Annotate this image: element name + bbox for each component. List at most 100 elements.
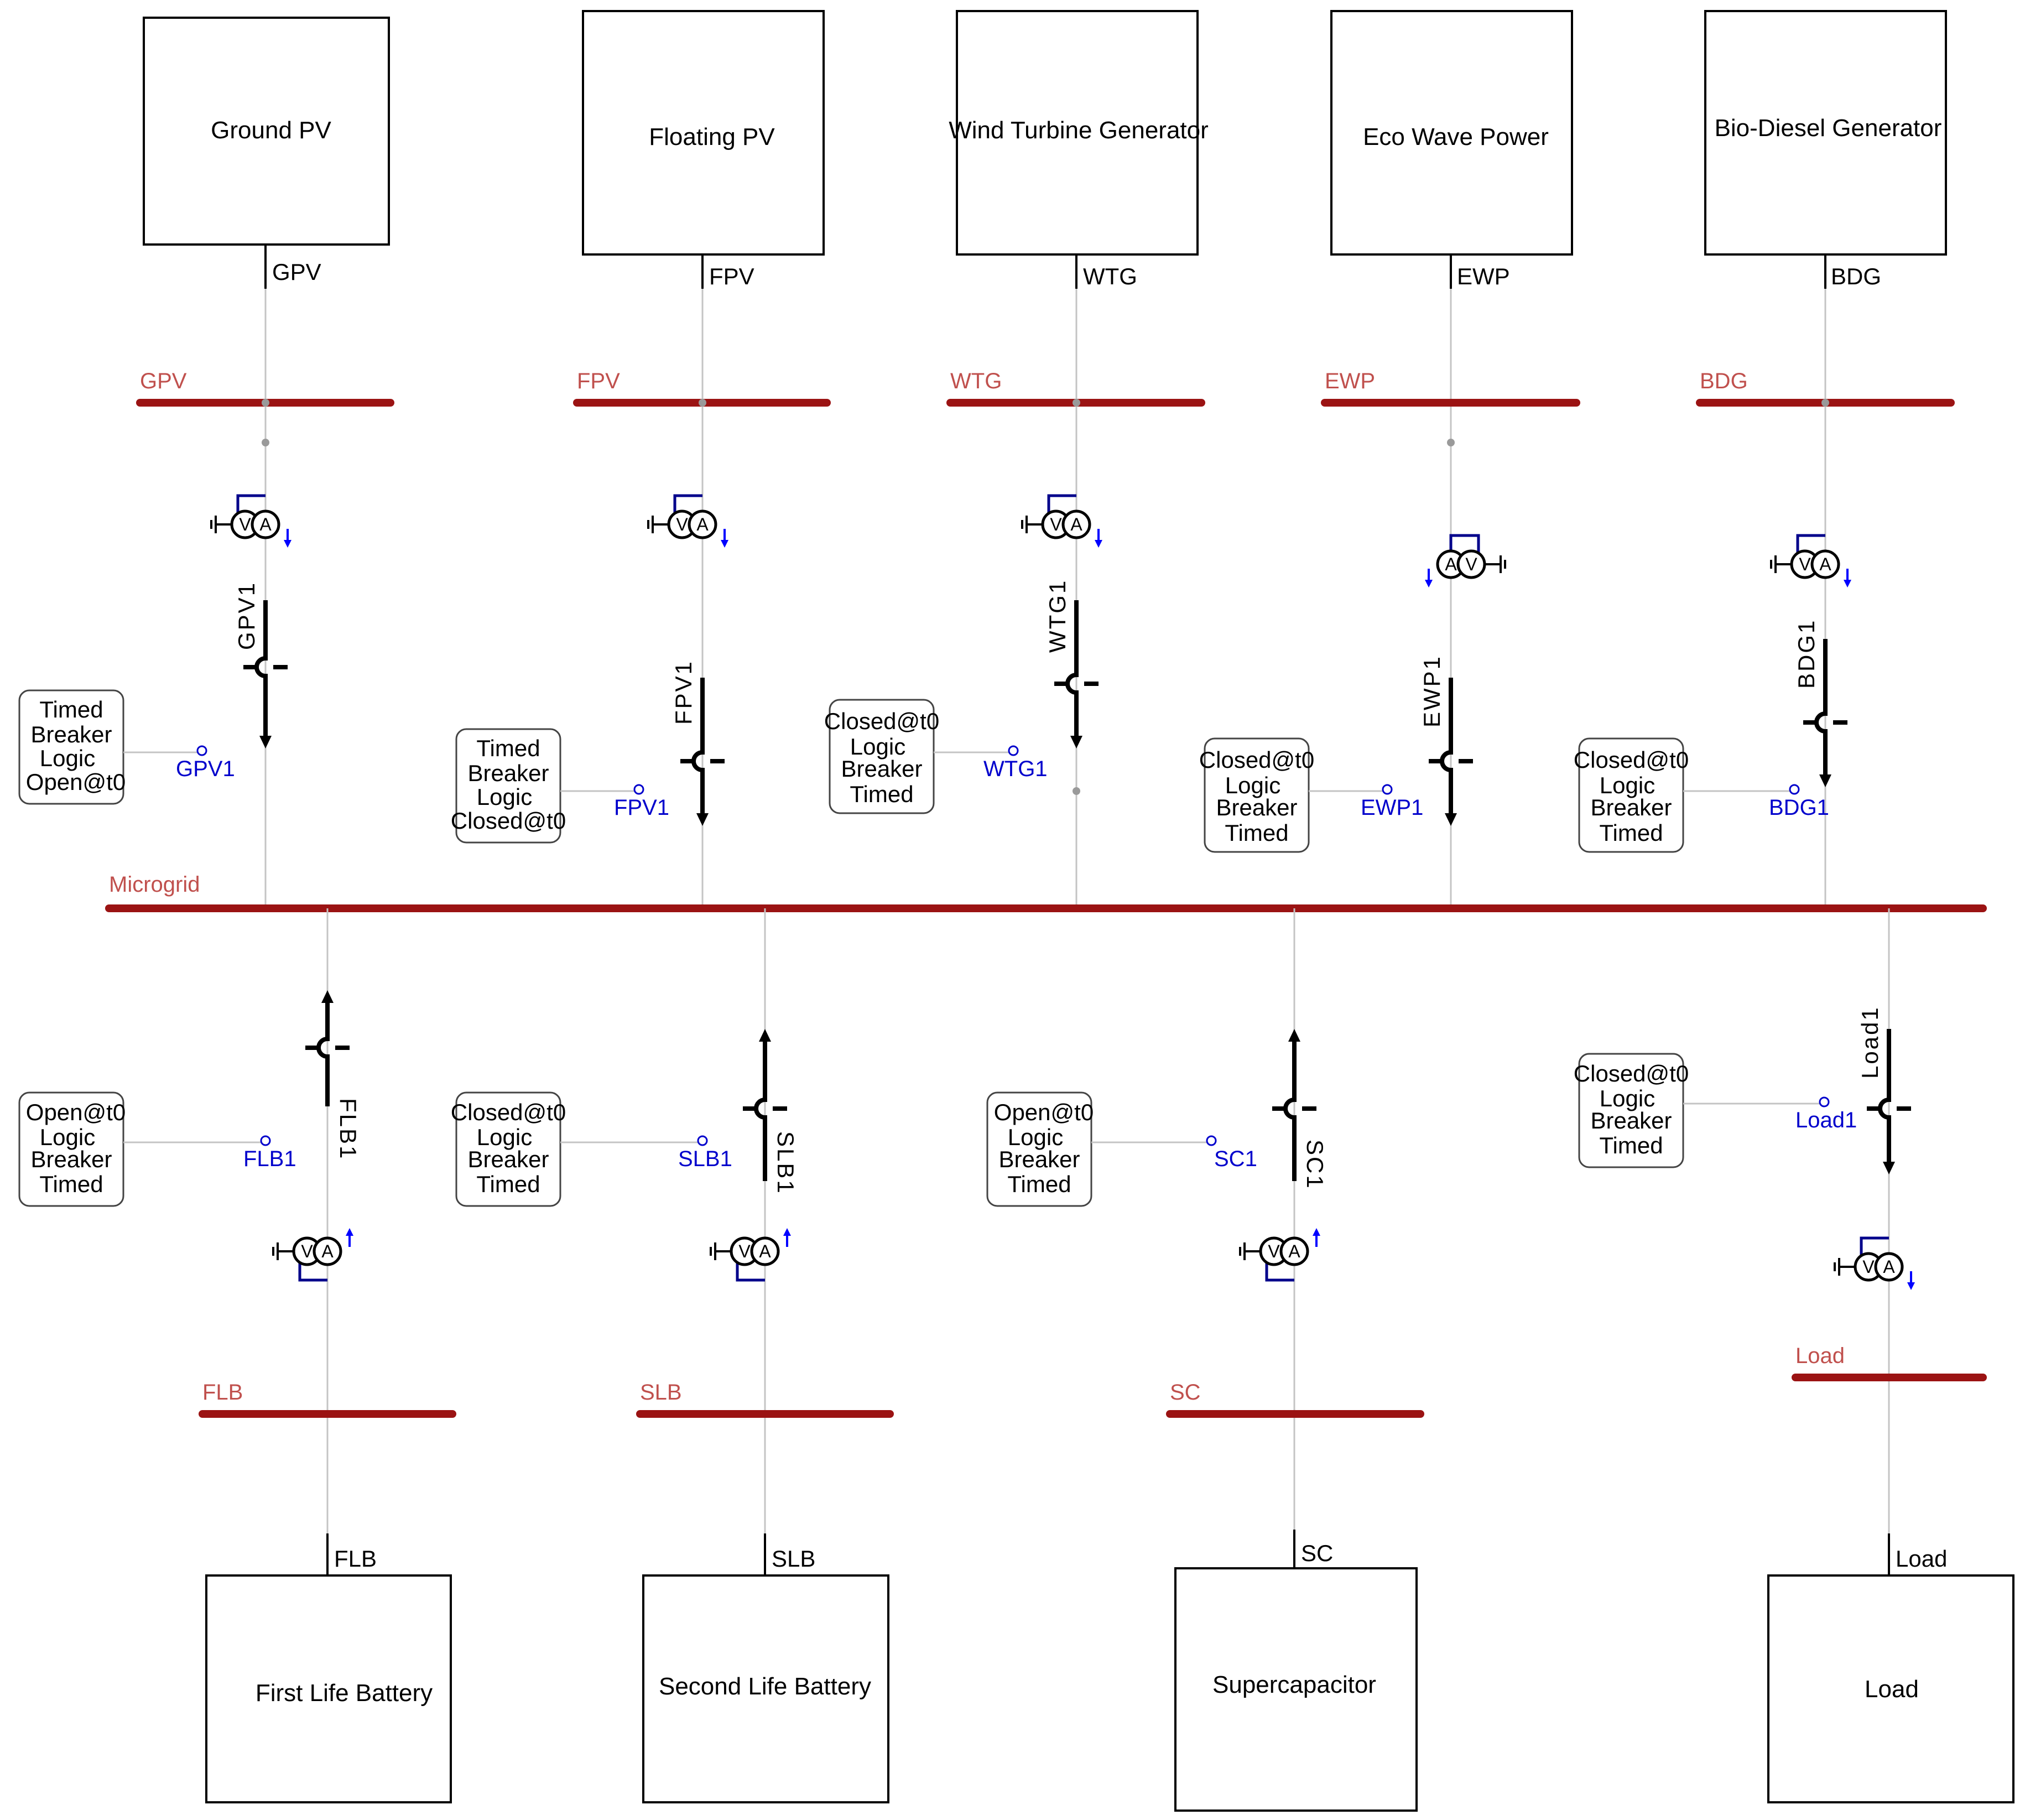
voltmeter-symbol: V bbox=[301, 1241, 313, 1261]
source-bio-diesel-generator[interactable]: Bio-Diesel Generator bbox=[1704, 10, 1947, 256]
breaker-id: FPV1 bbox=[670, 660, 696, 725]
meter-bdg[interactable]: V A bbox=[1770, 534, 1851, 587]
breaker-gpv1[interactable] bbox=[243, 600, 288, 748]
source-leads bbox=[264, 245, 1826, 289]
voltmeter-symbol: V bbox=[1862, 1257, 1875, 1277]
logic-block-fpv1[interactable]: Timed Breaker Logic Closed@t0 bbox=[451, 728, 566, 844]
voltmeter-symbol: V bbox=[676, 514, 688, 534]
bus-label: EWP bbox=[1325, 369, 1375, 393]
storage-load[interactable]: Load bbox=[1767, 1574, 2014, 1803]
breaker-id: GPV1 bbox=[233, 581, 259, 650]
storage-tag: SC bbox=[1301, 1540, 1333, 1566]
breaker-id: FLB1 bbox=[335, 1098, 361, 1160]
breaker-bdg1[interactable] bbox=[1803, 639, 1847, 787]
logic-line: Timed bbox=[1599, 1132, 1663, 1158]
breaker-id: Load1 bbox=[1857, 1006, 1883, 1079]
logic-block-slb1[interactable]: Closed@t0 Logic Breaker Timed bbox=[451, 1091, 566, 1207]
logic-block-ewp1[interactable]: Closed@t0 Logic Breaker Timed bbox=[1199, 737, 1314, 853]
logic-line: Closed@t0 bbox=[1574, 747, 1689, 773]
meter-load[interactable]: V A bbox=[1834, 1236, 1915, 1290]
storage-second-life-battery[interactable]: Second Life Battery bbox=[642, 1574, 889, 1803]
voltmeter-symbol: V bbox=[239, 514, 251, 534]
storage-tag: SLB bbox=[772, 1546, 815, 1572]
logic-block-gpv1[interactable]: Timed Breaker Logic Open@t0 bbox=[18, 689, 126, 805]
breaker-load1[interactable] bbox=[1867, 1029, 1911, 1174]
bus-label: GPV bbox=[140, 369, 187, 393]
ammeter-symbol: A bbox=[696, 514, 709, 534]
meter-sc[interactable]: V A bbox=[1239, 1228, 1320, 1282]
source-title: Wind Turbine Generator bbox=[949, 117, 1209, 144]
logic-line: Breaker bbox=[1590, 794, 1672, 820]
bus-label: FPV bbox=[577, 369, 620, 393]
storage-first-life-battery[interactable]: First Life Battery bbox=[205, 1574, 452, 1803]
source-title: Ground PV bbox=[211, 117, 331, 144]
logic-line: Logic bbox=[40, 745, 95, 771]
meter-ewp[interactable]: A V bbox=[1425, 534, 1506, 587]
meter-gpv[interactable]: V A bbox=[210, 494, 291, 548]
logic-block-sc1[interactable]: Open@t0 Logic Breaker Timed bbox=[986, 1091, 1094, 1207]
logic-line: Breaker bbox=[998, 1146, 1080, 1172]
signal-label: FLB1 bbox=[243, 1147, 296, 1171]
breaker-id: EWP1 bbox=[1419, 655, 1445, 727]
logic-block-wtg1[interactable]: Closed@t0 Logic Breaker Timed bbox=[824, 699, 939, 814]
bus-label: SLB bbox=[640, 1380, 682, 1405]
ammeter-symbol: A bbox=[1445, 554, 1457, 574]
logic-line: Breaker bbox=[30, 721, 112, 747]
storage-tag: FLB bbox=[334, 1546, 377, 1572]
logic-line: Breaker bbox=[467, 760, 549, 786]
logic-line: Closed@t0 bbox=[451, 1099, 566, 1125]
voltmeter-symbol: V bbox=[1465, 554, 1477, 574]
logic-line: Open@t0 bbox=[994, 1099, 1094, 1125]
source-eco-wave-power[interactable]: Eco Wave Power bbox=[1330, 10, 1573, 256]
meter-wtg[interactable]: V A bbox=[1021, 494, 1102, 548]
storage-supercapacitor[interactable]: Supercapacitor bbox=[1174, 1567, 1418, 1812]
logic-line: Logic bbox=[477, 784, 532, 810]
signal-label: Load1 bbox=[1795, 1108, 1857, 1132]
signal-label: EWP1 bbox=[1361, 795, 1423, 820]
source-ground-pv[interactable]: Ground PV bbox=[143, 17, 390, 246]
source-title: Floating PV bbox=[649, 123, 775, 150]
storage-leads bbox=[326, 1530, 1890, 1575]
logic-block-load1[interactable]: Closed@t0 Logic Breaker Timed bbox=[1574, 1053, 1689, 1168]
ammeter-symbol: A bbox=[1883, 1257, 1895, 1277]
breaker-fpv1[interactable] bbox=[680, 678, 725, 826]
signal-label: SC1 bbox=[1214, 1147, 1257, 1171]
logic-line: Closed@t0 bbox=[1574, 1060, 1689, 1086]
logic-line: Breaker bbox=[467, 1146, 549, 1172]
bus-label: FLB bbox=[202, 1380, 243, 1405]
logic-line: Logic bbox=[1600, 772, 1655, 798]
logic-line: Logic bbox=[1600, 1085, 1655, 1111]
breaker-id: WTG1 bbox=[1044, 579, 1070, 653]
meter-flb[interactable]: V A bbox=[272, 1228, 353, 1282]
logic-line: Timed bbox=[1225, 820, 1288, 846]
logic-line: Closed@t0 bbox=[451, 808, 566, 834]
breaker-sc1[interactable] bbox=[1272, 1029, 1316, 1181]
logic-block-flb1[interactable]: Open@t0 Logic Breaker Timed bbox=[18, 1091, 126, 1207]
breaker-slb1[interactable] bbox=[743, 1029, 787, 1181]
bus-label: Load bbox=[1795, 1344, 1845, 1368]
source-title: Bio-Diesel Generator bbox=[1715, 115, 1942, 142]
storage-tag: Load bbox=[1896, 1546, 1947, 1572]
storage-title: Second Life Battery bbox=[659, 1673, 871, 1700]
meter-fpv[interactable]: V A bbox=[647, 494, 728, 548]
logic-line: Timed bbox=[1007, 1171, 1071, 1197]
voltmeter-symbol: V bbox=[738, 1241, 751, 1261]
source-floating-pv[interactable]: Floating PV bbox=[582, 10, 825, 256]
breaker-ewp1[interactable] bbox=[1429, 678, 1473, 826]
breaker-flb1[interactable] bbox=[305, 990, 350, 1106]
breaker-id: BDG1 bbox=[1793, 619, 1819, 689]
logic-line: Breaker bbox=[1216, 794, 1297, 820]
source-wind-turbine-generator[interactable]: Wind Turbine Generator bbox=[949, 10, 1209, 256]
logic-line: Closed@t0 bbox=[824, 708, 939, 734]
meter-slb[interactable]: V A bbox=[710, 1228, 791, 1282]
breaker-wtg1[interactable] bbox=[1054, 600, 1099, 748]
bus-label: WTG bbox=[950, 369, 1002, 393]
logic-block-bdg1[interactable]: Closed@t0 Logic Breaker Timed bbox=[1574, 737, 1689, 853]
voltmeter-symbol: V bbox=[1268, 1241, 1280, 1261]
storage-title: First Life Battery bbox=[256, 1679, 433, 1707]
ammeter-symbol: A bbox=[259, 514, 272, 534]
logic-line: Logic bbox=[850, 734, 905, 760]
voltmeter-symbol: V bbox=[1050, 514, 1062, 534]
logic-line: Timed bbox=[850, 781, 913, 807]
